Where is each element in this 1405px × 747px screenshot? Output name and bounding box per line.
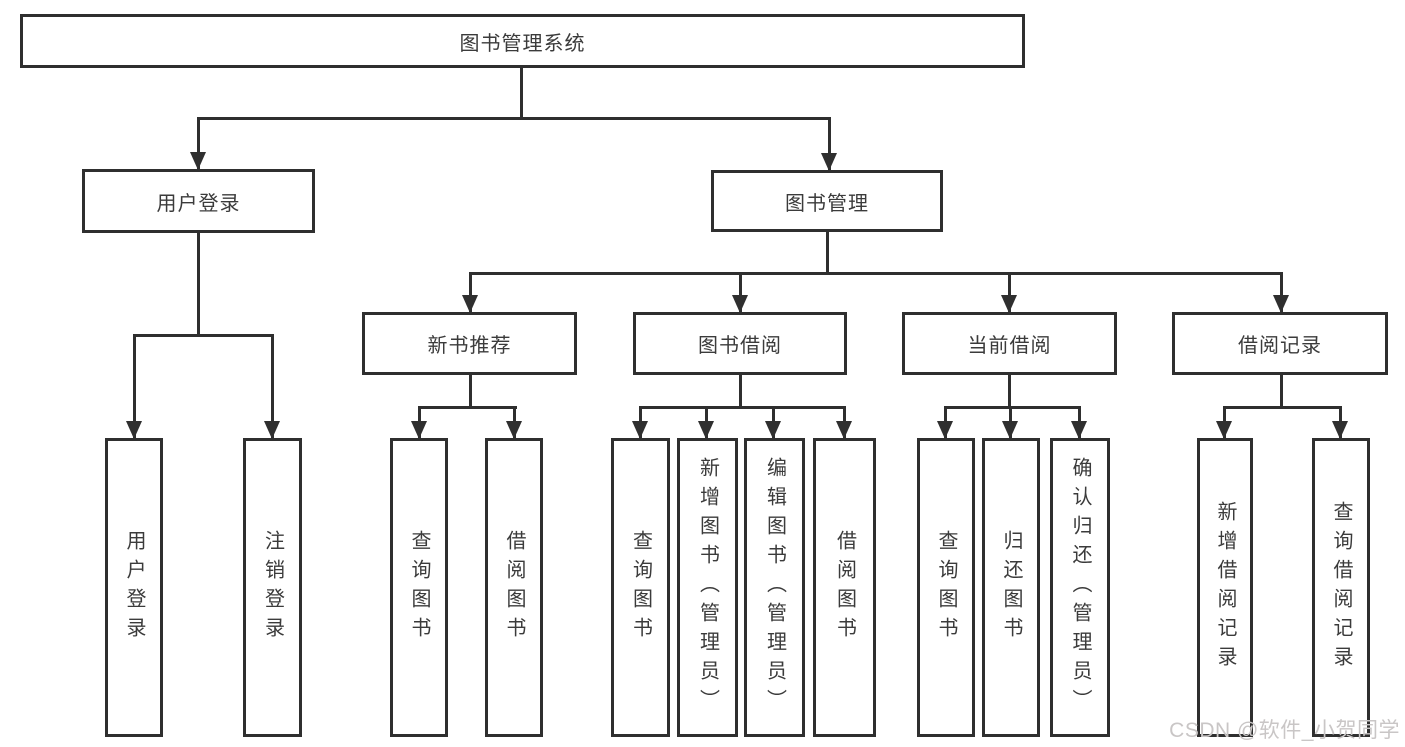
connector-line bbox=[197, 117, 831, 120]
connector-line bbox=[271, 334, 274, 438]
arrow-down-icon bbox=[411, 421, 427, 439]
arrow-down-icon bbox=[732, 295, 748, 313]
connector-line bbox=[739, 375, 742, 408]
arrow-down-icon bbox=[190, 152, 206, 170]
arrow-down-icon bbox=[1001, 295, 1017, 313]
node-label: 归还图书 bbox=[1000, 529, 1022, 646]
node-label: 当前借阅 bbox=[967, 335, 1052, 357]
node-nbr-borrow-books: 借阅图书 bbox=[485, 438, 543, 737]
node-user-login: 用户登录 bbox=[82, 169, 315, 233]
connector-line bbox=[639, 406, 845, 409]
node-label: 借阅图书 bbox=[503, 529, 525, 646]
arrow-down-icon bbox=[1216, 421, 1232, 439]
connector-line bbox=[197, 233, 200, 337]
node-bb-borrow-books: 借阅图书 bbox=[813, 438, 876, 737]
arrow-down-icon bbox=[1332, 421, 1348, 439]
connector-line bbox=[520, 68, 523, 119]
node-label: 图书管理系统 bbox=[459, 32, 586, 55]
node-book-management: 图书管理 bbox=[711, 170, 943, 232]
connector-line bbox=[469, 375, 472, 408]
arrow-down-icon bbox=[765, 421, 781, 439]
node-label: 查询图书 bbox=[629, 529, 652, 646]
node-br-add-record: 新增借阅记录 bbox=[1197, 438, 1253, 737]
arrow-down-icon bbox=[1071, 421, 1087, 439]
arrow-down-icon bbox=[506, 421, 522, 439]
node-label: 查询借阅记录 bbox=[1330, 500, 1352, 675]
connector-line bbox=[1008, 375, 1011, 408]
arrow-down-icon bbox=[126, 421, 142, 439]
node-label: 新增图书（管理员） bbox=[696, 457, 719, 718]
connector-line bbox=[739, 272, 742, 312]
node-bb-edit-books: 编辑图书（管理员） bbox=[744, 438, 805, 737]
connector-line bbox=[1223, 406, 1341, 409]
connector-line bbox=[133, 334, 136, 438]
node-cb-query-books: 查询图书 bbox=[917, 438, 975, 737]
node-login: 用户登录 bbox=[105, 438, 163, 737]
arrow-down-icon bbox=[1002, 421, 1018, 439]
node-borrow-records: 借阅记录 bbox=[1172, 312, 1388, 375]
arrow-down-icon bbox=[821, 153, 837, 171]
connector-line bbox=[197, 117, 200, 169]
arrow-down-icon bbox=[937, 421, 953, 439]
arrow-down-icon bbox=[632, 421, 648, 439]
connector-line bbox=[828, 117, 831, 170]
connector-line bbox=[133, 334, 274, 337]
connector-line bbox=[826, 232, 829, 274]
node-current-borrow: 当前借阅 bbox=[902, 312, 1117, 375]
node-label: 注销登录 bbox=[261, 529, 284, 646]
node-cb-return-books: 归还图书 bbox=[982, 438, 1040, 737]
arrow-down-icon bbox=[462, 295, 478, 313]
arrow-down-icon bbox=[836, 421, 852, 439]
node-label: 借阅图书 bbox=[833, 529, 856, 646]
arrow-down-icon bbox=[264, 421, 280, 439]
arrow-down-icon bbox=[1273, 295, 1289, 313]
connector-line bbox=[469, 272, 1283, 275]
node-root: 图书管理系统 bbox=[20, 14, 1025, 68]
node-book-borrow: 图书借阅 bbox=[633, 312, 847, 375]
node-label: 用户登录 bbox=[123, 529, 145, 646]
connector-line bbox=[1280, 375, 1283, 408]
node-label: 查询图书 bbox=[408, 529, 430, 646]
node-label: 新书推荐 bbox=[427, 335, 512, 357]
node-logout: 注销登录 bbox=[243, 438, 302, 737]
node-br-query-record: 查询借阅记录 bbox=[1312, 438, 1370, 737]
node-new-book-recommend: 新书推荐 bbox=[362, 312, 577, 375]
node-bb-query-books: 查询图书 bbox=[611, 438, 670, 737]
node-label: 用户登录 bbox=[156, 192, 241, 215]
connector-line bbox=[944, 406, 1080, 409]
connector-line bbox=[469, 272, 472, 312]
node-label: 编辑图书（管理员） bbox=[763, 457, 786, 718]
connector-line bbox=[418, 406, 517, 409]
connector-line bbox=[1280, 272, 1283, 312]
node-cb-confirm-return: 确认归还（管理员） bbox=[1050, 438, 1110, 737]
connector-line bbox=[1008, 272, 1011, 312]
arrow-down-icon bbox=[698, 421, 714, 439]
node-label: 图书借阅 bbox=[698, 335, 782, 357]
node-nbr-query-books: 查询图书 bbox=[390, 438, 448, 737]
node-bb-add-books: 新增图书（管理员） bbox=[677, 438, 738, 737]
node-label: 图书管理 bbox=[785, 192, 869, 215]
node-label: 借阅记录 bbox=[1238, 335, 1322, 357]
node-label: 确认归还（管理员） bbox=[1069, 457, 1091, 718]
node-label: 查询图书 bbox=[935, 529, 957, 646]
node-label: 新增借阅记录 bbox=[1214, 500, 1236, 675]
